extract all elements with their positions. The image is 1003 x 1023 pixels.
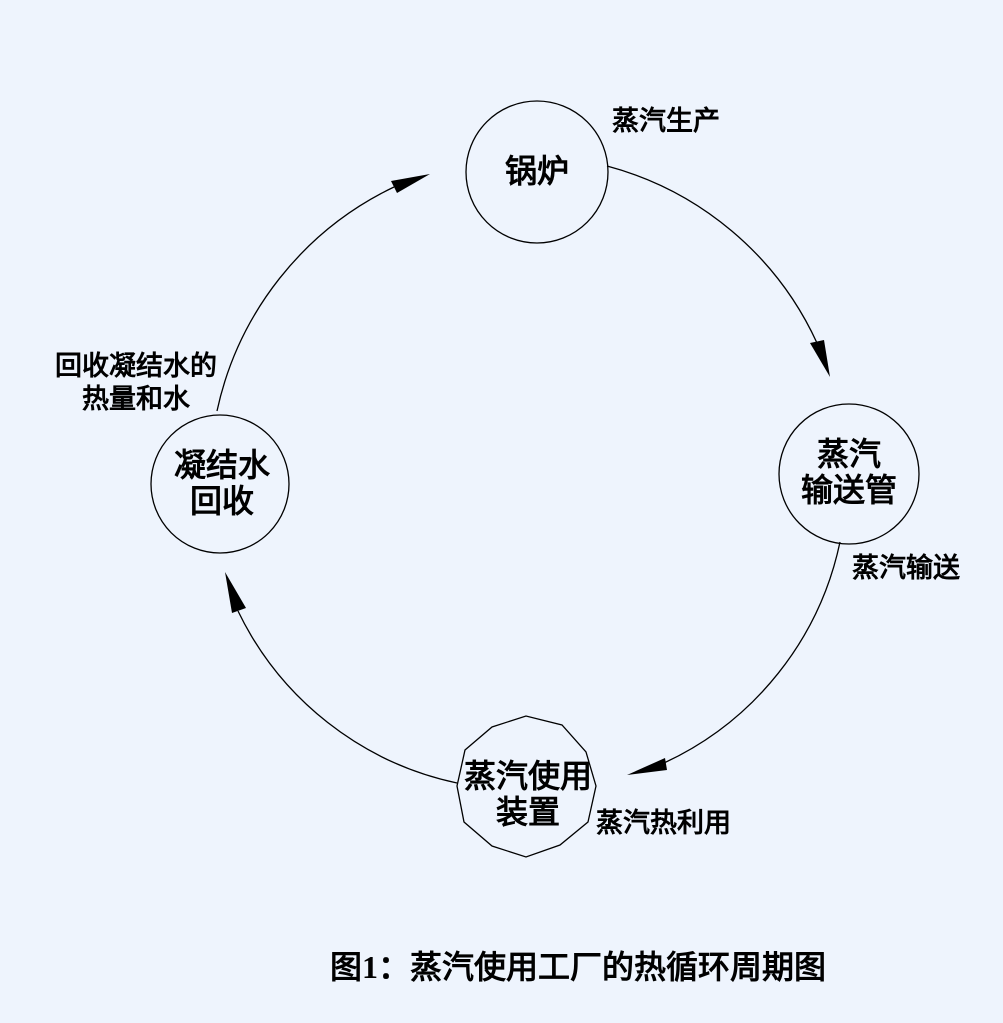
arrow-down-icon <box>810 340 830 377</box>
condensate-recovery-label-line1: 回收凝结水的 <box>55 351 217 381</box>
arc-pipe-to-device <box>663 541 841 764</box>
steam-pipe-node-circle <box>778 403 920 545</box>
steam-pipe-node-label: 蒸汽 输送管 <box>801 436 897 508</box>
arrow-left-icon <box>627 758 667 775</box>
steam-device-node-circle <box>456 715 597 858</box>
condensate-node-label: 凝结水 回收 <box>174 447 270 519</box>
boiler-node-circle <box>465 100 609 244</box>
condensate-text-line1: 凝结水 <box>173 447 271 483</box>
condensate-node-circle <box>150 414 290 554</box>
steam-production-label: 蒸汽生产 <box>612 106 720 136</box>
steam-device-node-label: 蒸汽使用 装置 <box>464 758 592 830</box>
steam-device-text-line2: 装置 <box>495 794 561 830</box>
steam-heat-use-label: 蒸汽热利用 <box>596 808 731 838</box>
boiler-node-label: 锅炉 <box>505 153 569 189</box>
condensate-text-line2: 回收 <box>189 483 255 519</box>
arrow-up-right-icon <box>391 174 430 193</box>
arc-condensate-to-boiler <box>216 186 395 412</box>
arc-device-to-condensate <box>237 610 458 784</box>
condensate-recovery-label: 回收凝结水的 热量和水 <box>38 350 234 416</box>
figure-caption: 图1：蒸汽使用工厂的热循环周期图 <box>330 949 827 985</box>
condensate-recovery-label-line2: 热量和水 <box>82 384 190 414</box>
steam-pipe-text-line2: 输送管 <box>800 472 898 508</box>
steam-delivery-label: 蒸汽输送 <box>852 553 960 583</box>
boiler-node-text: 锅炉 <box>504 153 570 189</box>
steam-device-text-line1: 蒸汽使用 <box>463 758 593 794</box>
steam-pipe-text-line1: 蒸汽 <box>816 436 882 472</box>
arrow-up-icon <box>225 572 246 613</box>
arc-boiler-to-pipe <box>606 165 818 344</box>
